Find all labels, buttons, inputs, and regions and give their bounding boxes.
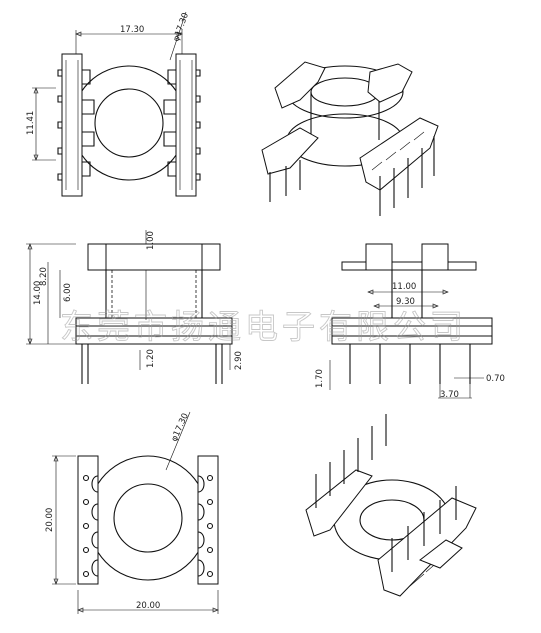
side-view-pin-width: 0.70	[486, 374, 505, 384]
top-view-left-rail	[57, 53, 95, 197]
bottom-view-left-rail	[77, 455, 99, 585]
bottom-view-diameter-label: φ17.30	[170, 412, 191, 443]
company-watermark: 东莞市扬通电子有限公司	[60, 307, 467, 346]
bottom-view-width-label: 20.00	[136, 601, 160, 611]
front-view	[26, 230, 233, 384]
isometric-view-top	[261, 61, 439, 216]
side-view-inner-width: 9.30	[396, 297, 415, 307]
front-view-h-6-00: 6.00	[63, 283, 73, 302]
isometric-view-bottom	[305, 414, 477, 597]
bottom-view-right-rail	[197, 455, 219, 585]
side-view-pin-height: 1.70	[315, 369, 325, 388]
top-view-diameter-label: φ17.30	[171, 11, 191, 43]
side-view-pin-pitch: 3.70	[440, 390, 459, 400]
top-view-height-label: 11.41	[26, 111, 36, 135]
top-view-width-label: 17.30	[120, 25, 144, 35]
front-view-total-height: 14.00	[33, 281, 43, 305]
front-view-flange: 1.00	[146, 231, 156, 250]
bottom-view	[52, 411, 219, 614]
side-view-outer-width: 11.00	[392, 282, 416, 292]
bottom-view-height-label: 20.00	[45, 508, 55, 532]
top-view-right-rail	[163, 53, 201, 197]
top-view	[32, 11, 201, 197]
front-view-h-8-20: 8.20	[39, 267, 49, 286]
side-view	[329, 243, 493, 399]
front-view-base: 1.20	[146, 349, 156, 368]
front-view-pin-length: 2.90	[234, 351, 244, 370]
